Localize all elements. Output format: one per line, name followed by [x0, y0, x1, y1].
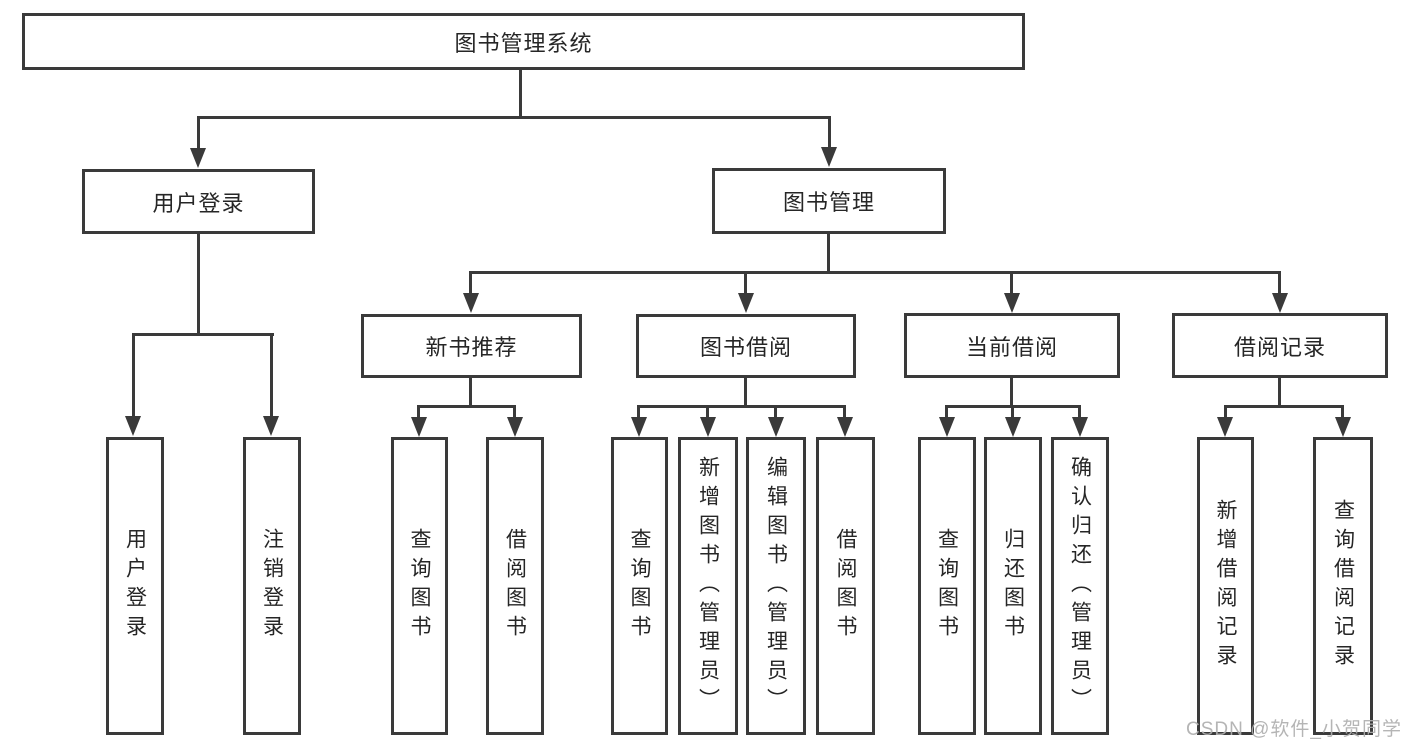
csdn-watermark: CSDN @软件_小贺同学	[1186, 719, 1402, 740]
connector-bookborrow-stem	[744, 376, 747, 408]
leaf-edit-books-admin-label: 编辑图书（管理员）	[764, 455, 788, 717]
leaf-query-borrow-record-label: 查询借阅记录	[1331, 499, 1355, 673]
connector-records-stem	[1278, 376, 1281, 408]
connector-user-login-bus	[132, 333, 274, 336]
leaf-logout-label: 注销登录	[260, 528, 284, 644]
connector-currentborrow-drop-1	[945, 405, 948, 418]
leaf-return-books: 归还图书	[984, 437, 1042, 735]
leaf-add-books-admin-label: 新增图书（管理员）	[696, 455, 720, 717]
leaf-newrec-borrow-books-label: 借阅图书	[503, 528, 527, 644]
arrow-down-icon	[1335, 417, 1351, 437]
connector-newrec-drop-1	[417, 405, 420, 418]
leaf-borrow-books-label: 借阅图书	[834, 528, 857, 644]
connector-currentborrow-drop-3	[1078, 405, 1081, 418]
node-root: 图书管理系统	[22, 13, 1025, 70]
connector-root-stem	[519, 69, 522, 118]
node-book-borrow: 图书借阅	[636, 314, 856, 378]
arrow-down-icon	[125, 416, 141, 436]
connector-currentborrow-stem	[1010, 376, 1013, 408]
leaf-current-query-books-label: 查询图书	[935, 528, 959, 644]
connector-l2-bus	[198, 116, 831, 119]
leaf-newrec-query-books: 查询图书	[391, 437, 448, 735]
connector-user-login-drop-1	[132, 333, 135, 417]
node-root-label: 图书管理系统	[454, 30, 593, 56]
connector-book-mgmt-stem	[827, 232, 830, 273]
arrow-down-icon	[1004, 293, 1020, 313]
connector-bookborrow-drop-2	[706, 405, 709, 418]
connector-l3-drop-1	[469, 271, 472, 294]
connector-l3-drop-3	[1010, 271, 1013, 294]
leaf-newrec-query-books-label: 查询图书	[408, 528, 431, 644]
leaf-logout: 注销登录	[243, 437, 301, 735]
connector-records-drop-2	[1341, 405, 1344, 418]
connector-newrec-drop-2	[513, 405, 516, 418]
leaf-user-login-label: 用户登录	[123, 528, 147, 644]
arrow-down-icon	[507, 417, 523, 437]
leaf-newrec-borrow-books: 借阅图书	[486, 437, 544, 735]
connector-bookborrow-drop-1	[637, 405, 640, 418]
node-current-borrow: 当前借阅	[904, 313, 1120, 378]
connector-bookborrow-bus	[637, 405, 845, 408]
arrow-down-icon	[837, 417, 853, 437]
arrow-down-icon	[1217, 417, 1233, 437]
leaf-add-borrow-record-label: 新增借阅记录	[1214, 499, 1237, 673]
connector-bookborrow-drop-4	[843, 405, 846, 418]
arrow-down-icon	[738, 293, 754, 313]
leaf-current-query-books: 查询图书	[918, 437, 976, 735]
node-new-book-recommend: 新书推荐	[361, 314, 582, 378]
connector-records-drop-1	[1224, 405, 1227, 418]
arrow-down-icon	[939, 417, 955, 437]
leaf-add-borrow-record: 新增借阅记录	[1197, 437, 1254, 735]
connector-l2-drop-left	[197, 116, 200, 149]
connector-l2-drop-right	[828, 116, 831, 148]
node-user-login: 用户登录	[82, 169, 315, 234]
leaf-return-books-label: 归还图书	[1001, 528, 1025, 644]
node-book-management: 图书管理	[712, 168, 946, 234]
connector-l3-bus	[470, 271, 1281, 274]
leaf-borrow-query-books-label: 查询图书	[628, 528, 651, 644]
connector-records-bus	[1224, 405, 1344, 408]
node-borrow-records: 借阅记录	[1172, 313, 1388, 378]
arrow-down-icon	[631, 417, 647, 437]
arrow-down-icon	[463, 293, 479, 313]
connector-currentborrow-drop-2	[1011, 405, 1014, 418]
arrow-down-icon	[821, 147, 837, 167]
arrow-down-icon	[190, 148, 206, 168]
node-borrow-records-label: 借阅记录	[1233, 334, 1326, 360]
arrow-down-icon	[1272, 293, 1288, 313]
node-book-management-label: 图书管理	[782, 190, 875, 215]
connector-l3-drop-4	[1278, 271, 1281, 294]
node-book-borrow-label: 图书借阅	[699, 335, 792, 360]
leaf-add-books-admin: 新增图书（管理员）	[678, 437, 738, 735]
arrow-down-icon	[1072, 417, 1088, 437]
connector-bookborrow-drop-3	[774, 405, 777, 418]
leaf-edit-books-admin: 编辑图书（管理员）	[746, 437, 806, 735]
leaf-borrow-books: 借阅图书	[816, 437, 875, 735]
leaf-confirm-return-admin: 确认归还（管理员）	[1051, 437, 1109, 735]
arrow-down-icon	[411, 417, 427, 437]
node-new-book-recommend-label: 新书推荐	[425, 335, 518, 360]
connector-user-login-drop-2	[270, 333, 273, 417]
arrow-down-icon	[1005, 417, 1021, 437]
node-user-login-label: 用户登录	[152, 190, 245, 216]
arrow-down-icon	[700, 417, 716, 437]
node-current-borrow-label: 当前借阅	[965, 334, 1058, 360]
leaf-confirm-return-admin-label: 确认归还（管理员）	[1068, 455, 1092, 717]
arrow-down-icon	[768, 417, 784, 437]
leaf-borrow-query-books: 查询图书	[611, 437, 668, 735]
connector-l3-drop-2	[744, 271, 747, 294]
connector-newrec-stem	[469, 376, 472, 408]
connector-newrec-bus	[417, 405, 516, 408]
leaf-query-borrow-record: 查询借阅记录	[1313, 437, 1373, 735]
connector-user-login-stem	[197, 232, 200, 336]
leaf-user-login: 用户登录	[106, 437, 164, 735]
arrow-down-icon	[263, 416, 279, 436]
